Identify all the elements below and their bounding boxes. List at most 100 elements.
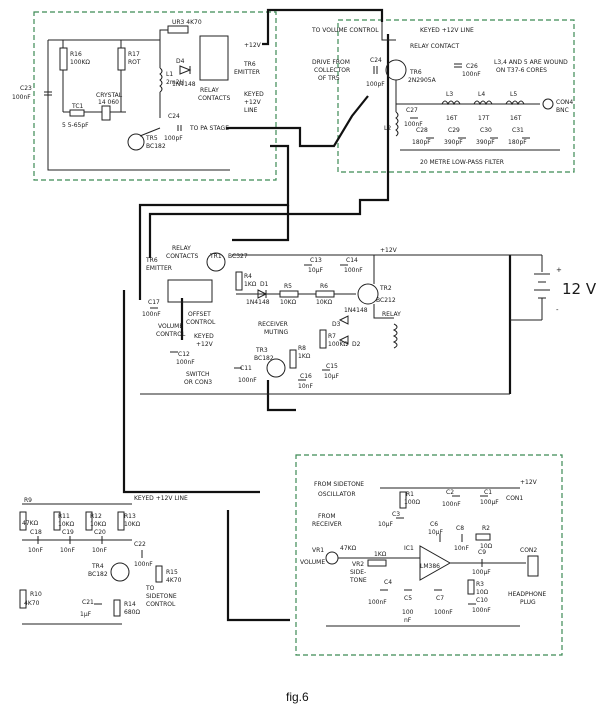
label-tc1: TC1 (71, 103, 84, 110)
label-c2: C2 (446, 489, 454, 496)
label-tr5-value: BC182 (146, 143, 166, 150)
label-contacts-ctrl: CONTACTS (166, 253, 198, 260)
label-c5-unit: nF (404, 617, 412, 624)
label-volume-audio: VOLUME (300, 559, 325, 566)
label-c10-value: 100nF (472, 607, 491, 614)
label-c26: C26 (466, 63, 478, 70)
label-c11-value: 100nF (238, 377, 257, 384)
label-r10: R10 (30, 591, 42, 598)
transistor-tr3 (266, 358, 286, 378)
label-keyed-line: LINE (244, 107, 258, 114)
label-c24-pa: C24 (370, 57, 382, 64)
label-keyed-12v: +12V (244, 99, 262, 106)
resistor-r11 (53, 511, 61, 531)
label-c30-value: 390pF (476, 139, 495, 146)
inductor-l5 (505, 100, 525, 106)
label-l3-value: 16T (446, 115, 458, 122)
label-lm386: LM386 (420, 563, 440, 570)
transistor-tr2 (357, 283, 379, 305)
label-c6: C6 (430, 521, 438, 528)
label-to-sidetone: SIDETONE (146, 593, 177, 600)
label-r5: R5 (284, 283, 292, 290)
label-r9-value: 47KΩ (22, 520, 39, 527)
label-l2: L2 (384, 125, 391, 132)
label-pa-stage: TO PA STAGE (189, 125, 229, 132)
label-c19: C19 (62, 529, 74, 536)
label-c16-value: 10nF (298, 383, 313, 390)
resistor-r1 (399, 491, 407, 509)
label-receiver-audio: RECEIVER (312, 521, 342, 528)
label-r12-value: 10KΩ (90, 521, 107, 528)
label-c28-value: 180pF (412, 139, 431, 146)
label-c3: C3 (392, 511, 400, 518)
label-keyed-ctrl: KEYED (194, 333, 214, 340)
label-tr4-value: BC182 (88, 571, 108, 578)
label-keyed: KEYED (244, 91, 264, 98)
label-relay-contact: RELAY CONTACT (410, 43, 459, 50)
label-relay-ctrl: RELAY (172, 245, 191, 252)
label-c24-value: 100pF (164, 135, 183, 142)
label-crystal-value: 14 060 (98, 99, 119, 106)
label-r13: R13 (124, 513, 136, 520)
label-contacts: CONTACTS (198, 95, 230, 102)
label-d4-value: 1N4148 (172, 81, 196, 88)
relay-contacts-ctrl (167, 279, 213, 303)
resistor-r10 (19, 589, 27, 609)
label-tr3-value: BC182 (254, 355, 274, 362)
supply-plus: + (556, 266, 562, 274)
label-plus12-audio: +12V (520, 479, 538, 486)
label-c4: C4 (384, 579, 392, 586)
label-d3: D3 (332, 321, 341, 328)
label-c24-pa-value: 100pF (366, 81, 385, 88)
label-r15-value: 4K70 (166, 577, 182, 584)
label-l4-value: 17T (478, 115, 490, 122)
label-r7: R7 (328, 333, 336, 340)
label-r1: R1 (406, 491, 414, 498)
label-c26-value: 100nF (462, 71, 481, 78)
transistor-tr1 (206, 252, 226, 272)
label-c17: C17 (148, 299, 160, 306)
transistor-tr5 (127, 133, 145, 151)
pot-vr2 (367, 559, 387, 567)
label-r4-value: 1KΩ (244, 281, 257, 288)
label-low-pass-filter: 20 METRE LOW-PASS FILTER (420, 159, 504, 166)
pa-filter-box (337, 19, 575, 173)
figure-caption: fig.6 (286, 690, 309, 704)
label-c15: C15 (326, 363, 338, 370)
label-c6-value: 10µF (428, 529, 443, 536)
label-d2: D2 (352, 341, 361, 348)
label-from: FROM (318, 513, 336, 520)
label-tr1: TR1 (209, 253, 222, 260)
inductor-l3 (441, 100, 461, 106)
label-l4: L4 (478, 91, 485, 98)
label-c24: C24 (168, 113, 180, 120)
supply-12v: + - 12 V (510, 254, 597, 321)
label-c7-value: 100nF (434, 609, 453, 616)
label-tr6-pa: TR6 (409, 69, 422, 76)
label-con4: CON4 (556, 99, 573, 106)
label-relay-coil: RELAY (382, 311, 401, 318)
label-plus12-ctrl: +12V (380, 247, 398, 254)
label-note-wound: L3,4 AND 5 ARE WOUND (494, 59, 568, 66)
label-tr2-value: BC212 (376, 297, 396, 304)
label-r15: R15 (166, 569, 178, 576)
label-r6: R6 (320, 283, 328, 290)
label-c4-value: 100nF (368, 599, 387, 606)
label-l1-value: 2m2H (166, 79, 184, 86)
label-c8: C8 (456, 525, 464, 532)
label-c5: C5 (404, 595, 412, 602)
label-tr1-value: BC327 (228, 253, 248, 260)
control-labels: RELAY CONTACTS TR1 BC327 TR6 EMITTER +12… (142, 245, 401, 390)
label-c9: C9 (478, 549, 486, 556)
label-r16: R16 (70, 51, 82, 58)
transistor-tr4 (110, 562, 130, 582)
label-of-tr5: OF TR5 (318, 75, 340, 82)
label-tr3: TR3 (255, 347, 268, 354)
label-oscillator: OSCILLATOR (318, 491, 356, 498)
label-to-control: CONTROL (146, 601, 176, 608)
label-d4: D4 (176, 58, 185, 65)
label-sidetone: SIDE- (350, 569, 366, 576)
label-c18-value: 10nF (28, 547, 43, 554)
label-c9-value: 100µF (472, 569, 491, 576)
